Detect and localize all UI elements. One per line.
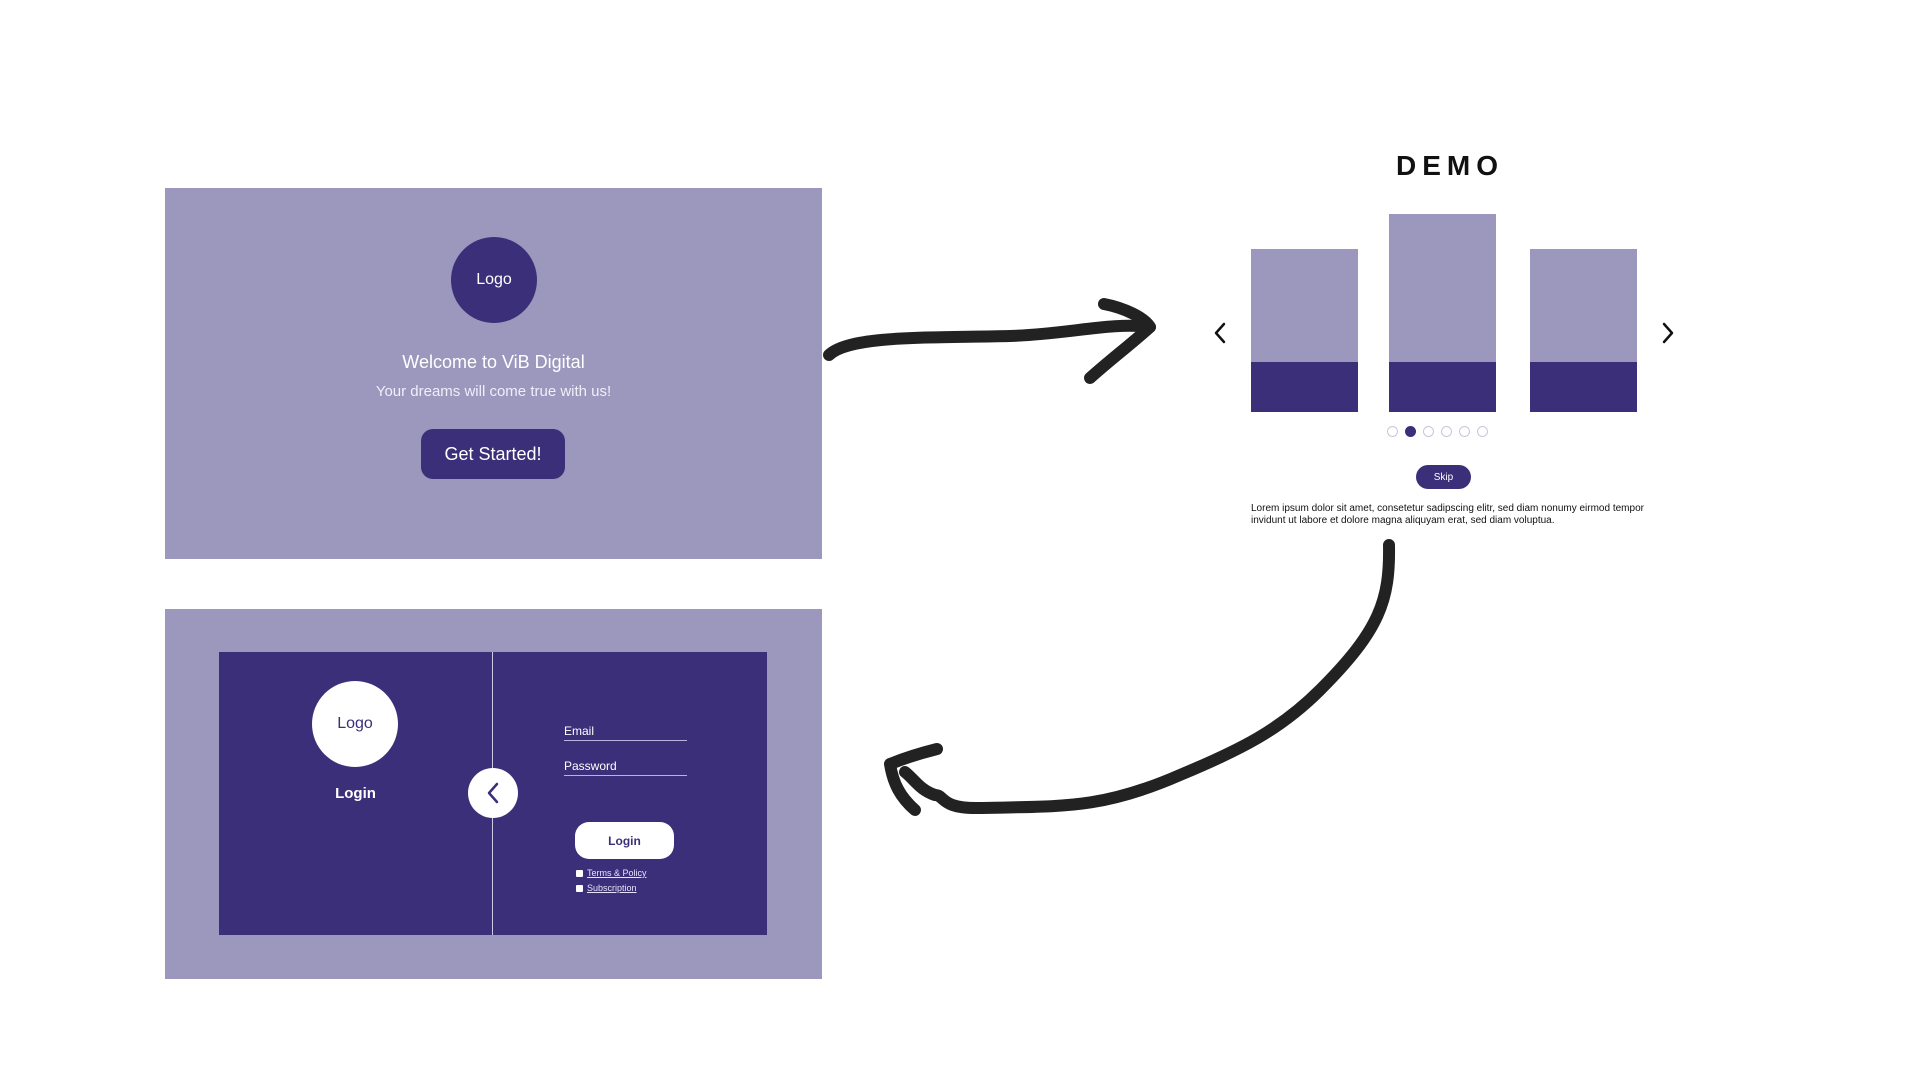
demo-description: Lorem ipsum dolor sit amet, consetetur s… xyxy=(1251,503,1644,526)
login-submit-button[interactable]: Login xyxy=(575,822,674,859)
get-started-button[interactable]: Get Started! xyxy=(421,429,565,479)
subscription-checkbox-row[interactable]: Subscription xyxy=(576,883,637,893)
welcome-logo: Logo xyxy=(451,237,537,323)
welcome-title: Welcome to ViB Digital xyxy=(402,352,585,372)
welcome-screen-mockup: Logo Welcome to ViB Digital Your dreams … xyxy=(165,188,822,559)
pagination-dot[interactable] xyxy=(1441,426,1452,437)
arrow-demo-to-login xyxy=(899,539,1396,815)
login-heading: Login xyxy=(335,785,376,802)
arrow-demo-to-login-head xyxy=(884,743,943,816)
slide-band xyxy=(1530,362,1637,412)
password-field[interactable]: Password xyxy=(564,757,687,776)
slide-band xyxy=(1251,362,1358,412)
skip-button[interactable]: Skip xyxy=(1416,465,1471,489)
pagination-dot[interactable] xyxy=(1405,426,1416,437)
arrow-welcome-to-demo xyxy=(823,319,1156,361)
login-card: Logo Login Email Password Login Terms & … xyxy=(219,652,767,935)
carousel-prev-button[interactable] xyxy=(1208,318,1232,348)
demo-heading: DEMO xyxy=(1396,150,1504,181)
slide-band xyxy=(1389,362,1496,412)
carousel-slide-2[interactable] xyxy=(1389,214,1496,412)
carousel-slide-1[interactable] xyxy=(1251,249,1358,412)
pagination-dot[interactable] xyxy=(1423,426,1434,437)
carousel-slide-3[interactable] xyxy=(1530,249,1637,412)
chevron-left-icon xyxy=(1214,322,1226,344)
pagination-dot[interactable] xyxy=(1477,426,1488,437)
chevron-right-icon xyxy=(1662,322,1674,344)
terms-checkbox-row[interactable]: Terms & Policy xyxy=(576,868,647,878)
chevron-left-icon xyxy=(487,782,499,804)
terms-label[interactable]: Terms & Policy xyxy=(587,868,647,878)
pagination-dot[interactable] xyxy=(1387,426,1398,437)
carousel-next-button[interactable] xyxy=(1656,318,1680,348)
arrow-welcome-to-demo-head xyxy=(1084,298,1156,384)
login-logo: Logo xyxy=(312,681,398,767)
carousel-pagination xyxy=(1387,426,1488,437)
subscription-checkbox[interactable] xyxy=(576,884,583,892)
back-button[interactable] xyxy=(468,768,518,818)
welcome-subtitle: Your dreams will come true with us! xyxy=(375,383,612,400)
subscription-label[interactable]: Subscription xyxy=(587,883,637,893)
terms-checkbox[interactable] xyxy=(576,869,583,877)
pagination-dot[interactable] xyxy=(1459,426,1470,437)
email-field[interactable]: Email xyxy=(564,722,687,741)
